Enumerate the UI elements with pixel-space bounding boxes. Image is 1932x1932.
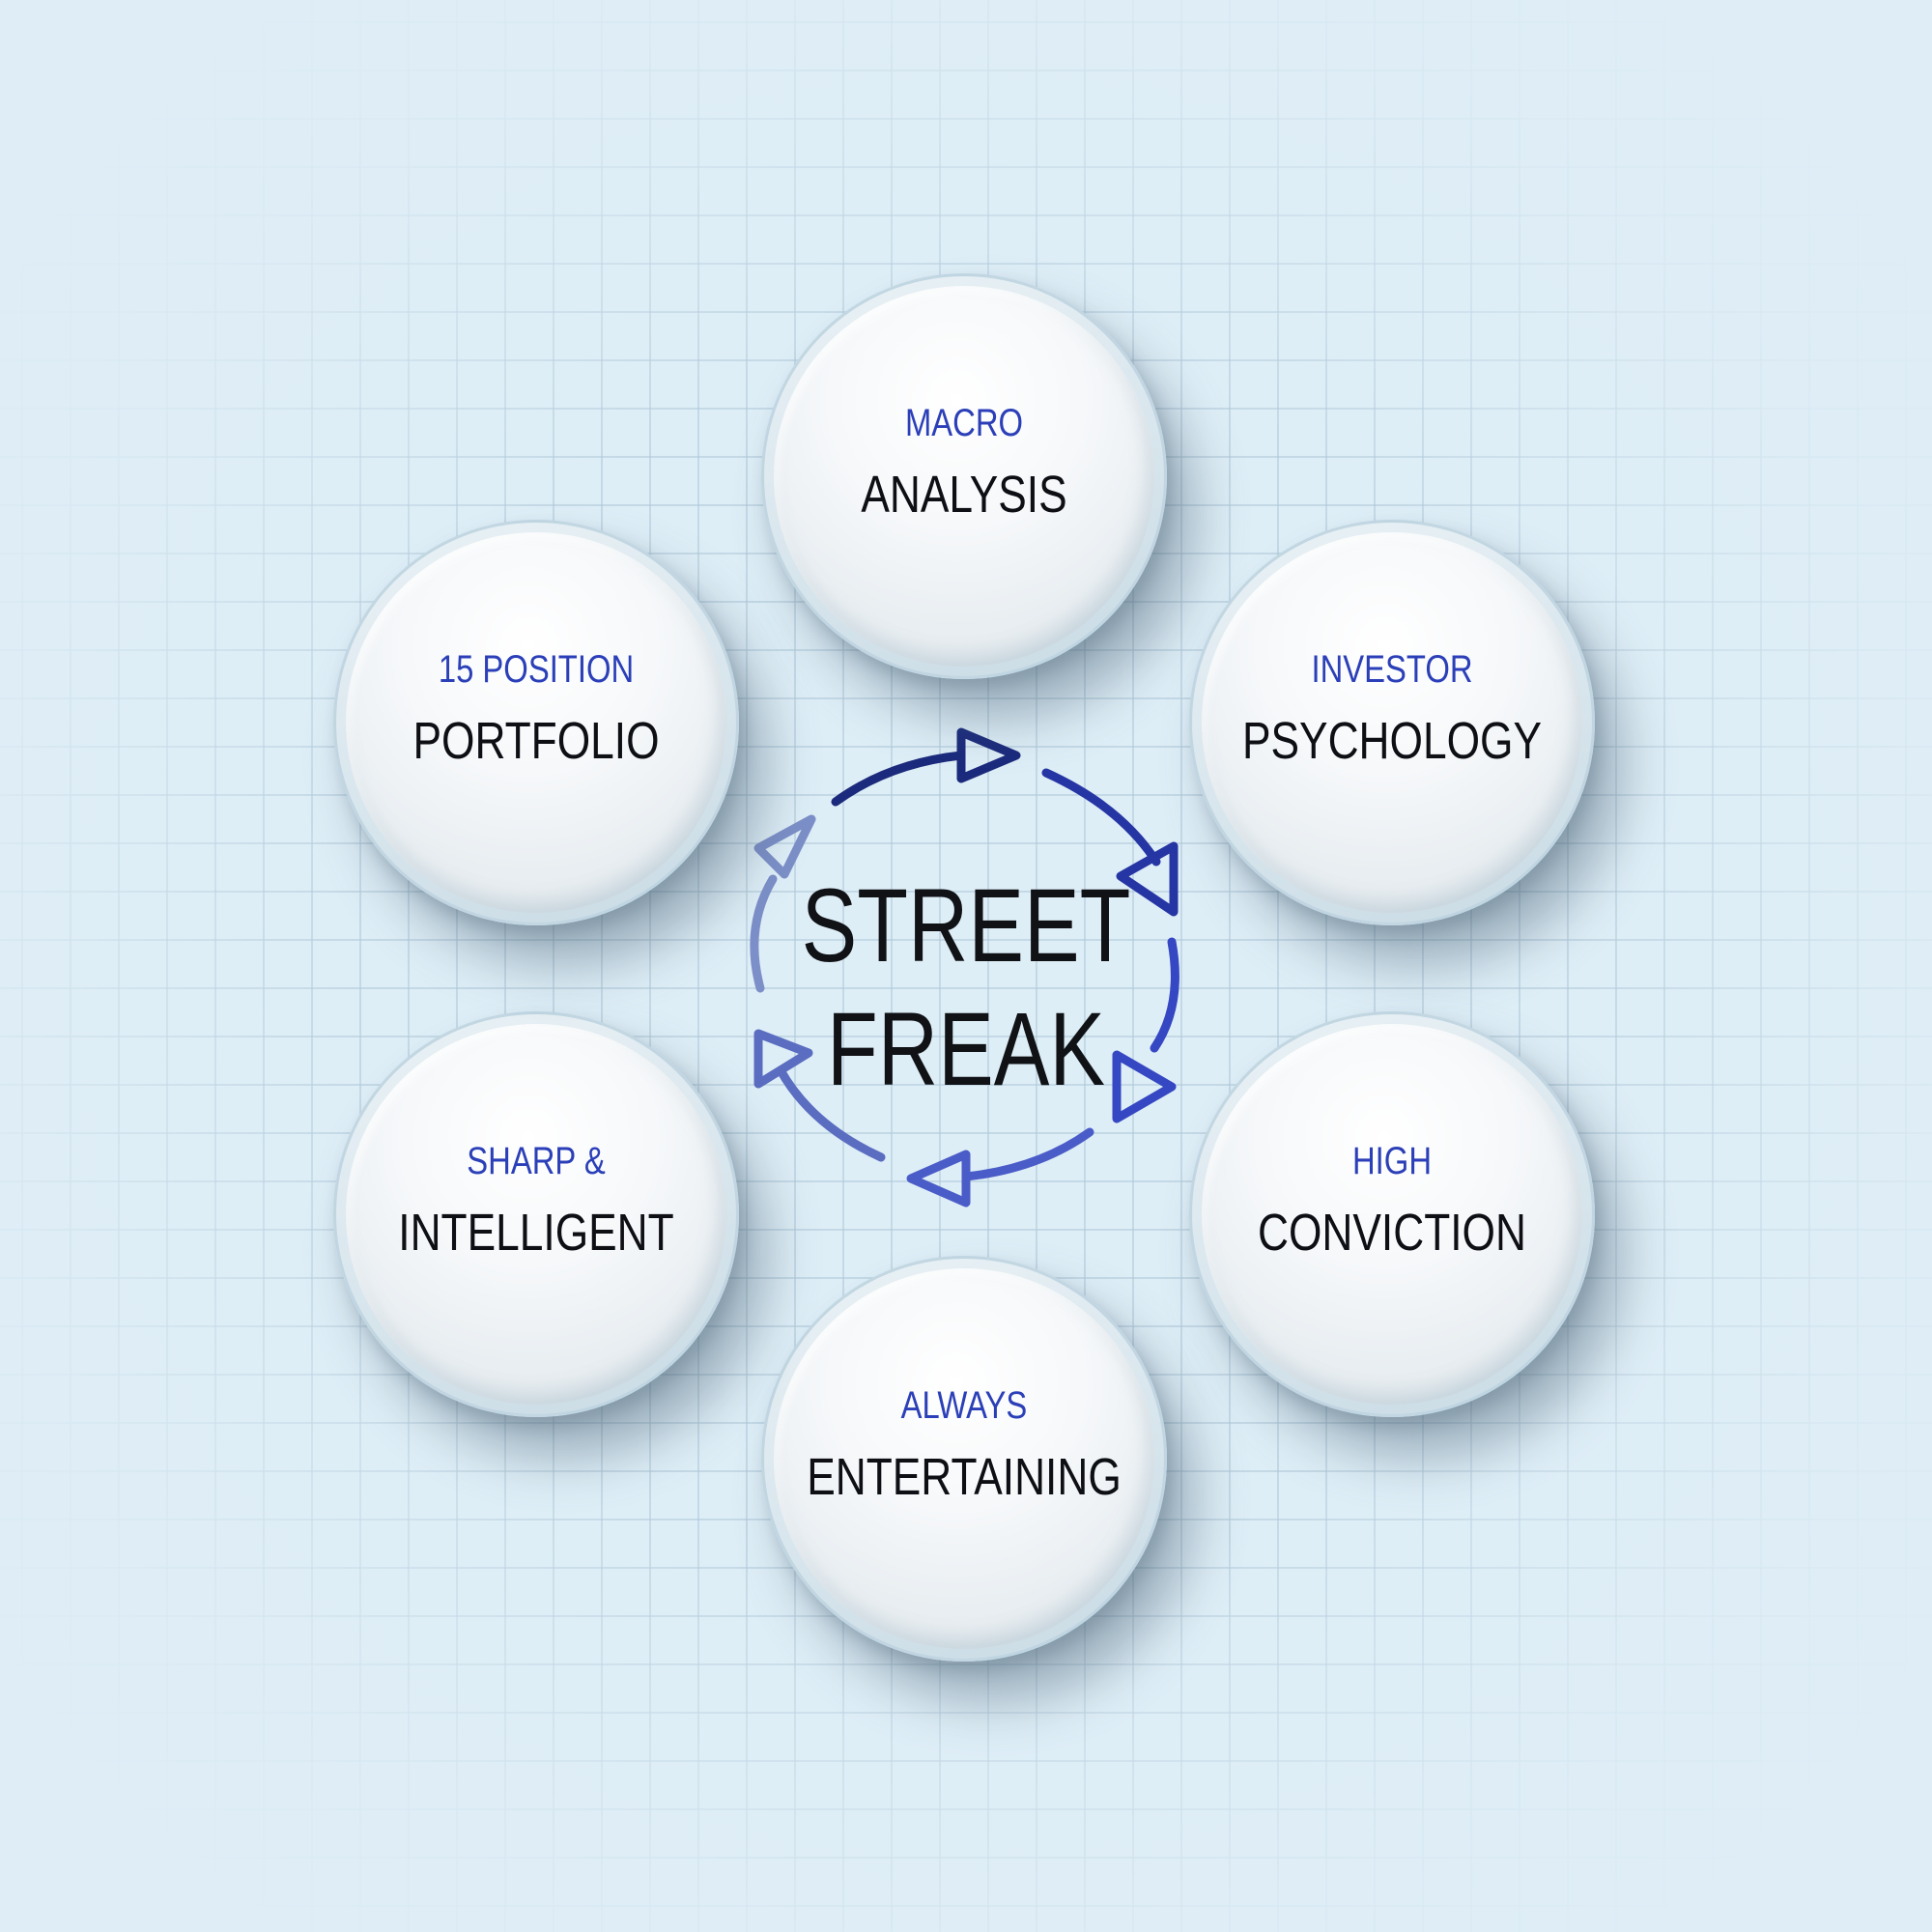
node-top-label: MACRO bbox=[904, 402, 1024, 444]
center-title-line2: FREAK bbox=[826, 990, 1106, 1107]
arrowhead-1 bbox=[956, 727, 1021, 783]
arrowhead-3 bbox=[1112, 1050, 1177, 1123]
node-investor-psychology: INVESTOR PSYCHOLOGY bbox=[1189, 520, 1595, 925]
node-macro-analysis: MACRO ANALYSIS bbox=[761, 273, 1167, 679]
node-top-label: ALWAYS bbox=[900, 1384, 1028, 1427]
node-main-label: PORTFOLIO bbox=[412, 712, 660, 770]
node-high-conviction: HIGH CONVICTION bbox=[1189, 1011, 1595, 1417]
node-main-label: INTELLIGENT bbox=[398, 1204, 674, 1262]
arrow-segment-6 bbox=[750, 874, 778, 993]
node-top-label: 15 POSITION bbox=[438, 648, 635, 691]
node-15-position-portfolio: 15 POSITION PORTFOLIO bbox=[333, 520, 739, 925]
node-face: MACRO ANALYSIS bbox=[774, 286, 1154, 667]
node-top-label: HIGH bbox=[1352, 1140, 1432, 1182]
node-top-label: INVESTOR bbox=[1311, 648, 1473, 691]
arrowhead-6 bbox=[753, 814, 816, 879]
arrow-segment-1 bbox=[831, 751, 966, 807]
arrow-segment-5 bbox=[776, 1065, 886, 1162]
arrow-segment-4 bbox=[961, 1127, 1094, 1181]
arrowhead-4 bbox=[906, 1150, 971, 1208]
node-face: ALWAYS ENTERTAINING bbox=[774, 1268, 1154, 1649]
node-face: HIGH CONVICTION bbox=[1202, 1024, 1582, 1405]
node-face: 15 POSITION PORTFOLIO bbox=[346, 532, 726, 913]
arrow-segment-3 bbox=[1150, 937, 1179, 1053]
arrowhead-5 bbox=[753, 1029, 813, 1089]
node-sharp-intelligent: SHARP & INTELLIGENT bbox=[333, 1011, 739, 1417]
arrow-segment-2 bbox=[1041, 768, 1161, 867]
node-main-label: ENTERTAINING bbox=[807, 1448, 1122, 1506]
node-main-label: PSYCHOLOGY bbox=[1241, 712, 1543, 770]
node-main-label: CONVICTION bbox=[1257, 1204, 1526, 1262]
node-face: SHARP & INTELLIGENT bbox=[346, 1024, 726, 1405]
arrowhead-2 bbox=[1116, 841, 1179, 917]
node-always-entertaining: ALWAYS ENTERTAINING bbox=[761, 1256, 1167, 1662]
node-face: INVESTOR PSYCHOLOGY bbox=[1202, 532, 1582, 913]
node-top-label: SHARP & bbox=[467, 1140, 606, 1182]
node-main-label: ANALYSIS bbox=[861, 466, 1067, 524]
center-title-line1: STREET bbox=[801, 867, 1131, 983]
